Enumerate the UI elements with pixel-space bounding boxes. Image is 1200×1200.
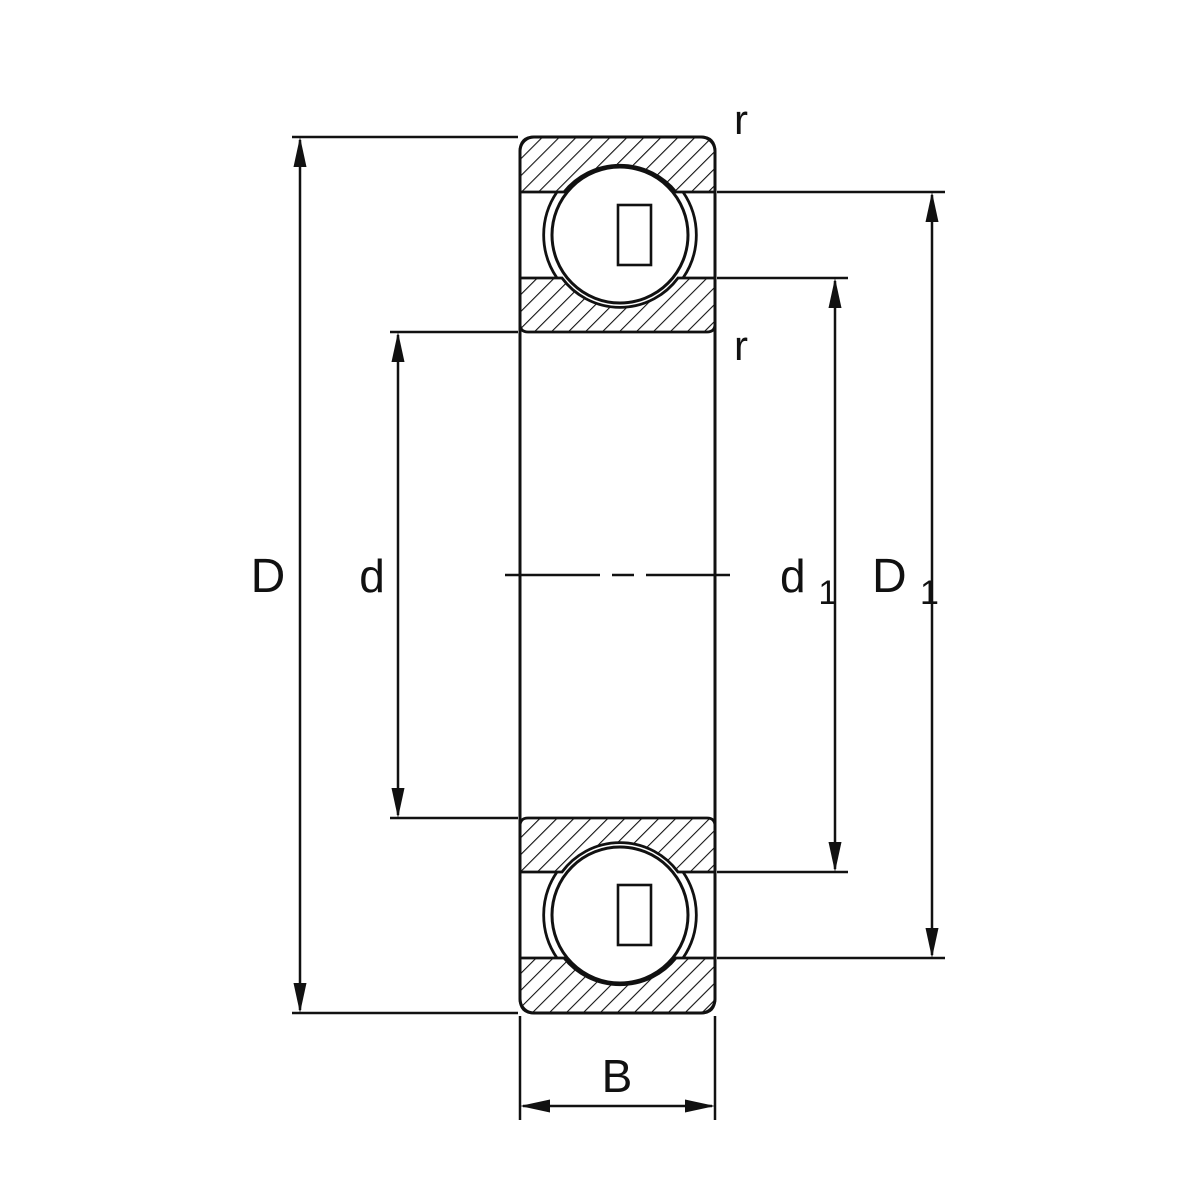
- bearing-cross-section: [505, 135, 730, 1015]
- chamfer-labels: r r: [734, 96, 748, 369]
- dimension-D1: D 1: [717, 190, 945, 960]
- arrowhead-right-icon: [685, 1099, 715, 1113]
- label-chamfer-outer: r: [734, 96, 748, 143]
- arrowhead-up-icon: [293, 137, 307, 167]
- arrowhead-down-icon: [293, 983, 307, 1013]
- arrowhead-up-icon: [391, 332, 405, 362]
- cage-section-top: [616, 203, 653, 267]
- label-bore-diameter: d: [359, 550, 385, 602]
- dimension-d1: d 1: [717, 276, 848, 874]
- raceway-shoulder-top-left: [542, 191, 559, 279]
- raceway-shoulder-top-right: [681, 191, 698, 279]
- arrowhead-down-icon: [391, 788, 405, 818]
- inner-ring-bottom-section: [518, 816, 717, 874]
- inner-ring-top-section: [518, 276, 717, 334]
- raceway-shoulder-bottom-left: [542, 871, 559, 959]
- dimension-D: D: [251, 135, 518, 1015]
- outer-ring-top-section: [518, 135, 717, 194]
- arrowhead-left-icon: [520, 1099, 550, 1113]
- label-outer-diameter: D: [251, 550, 286, 603]
- label-chamfer-inner: r: [734, 322, 748, 369]
- arrowhead-down-icon: [925, 928, 939, 958]
- ball-bottom: [550, 845, 690, 985]
- ball-top: [550, 165, 690, 305]
- label-width: B: [602, 1050, 633, 1102]
- raceway-shoulder-bottom-right: [681, 871, 698, 959]
- dimension-B: B: [518, 1016, 717, 1120]
- cage-section-bottom: [616, 883, 653, 947]
- arrowhead-up-icon: [828, 278, 842, 308]
- arrowhead-down-icon: [828, 842, 842, 872]
- arrowhead-up-icon: [925, 192, 939, 222]
- label-inner-ring-shoulder: d 1: [780, 550, 837, 612]
- dimension-d: d: [359, 330, 518, 820]
- outer-ring-bottom-section: [518, 956, 717, 1015]
- label-outer-ring-shoulder: D 1: [872, 550, 939, 612]
